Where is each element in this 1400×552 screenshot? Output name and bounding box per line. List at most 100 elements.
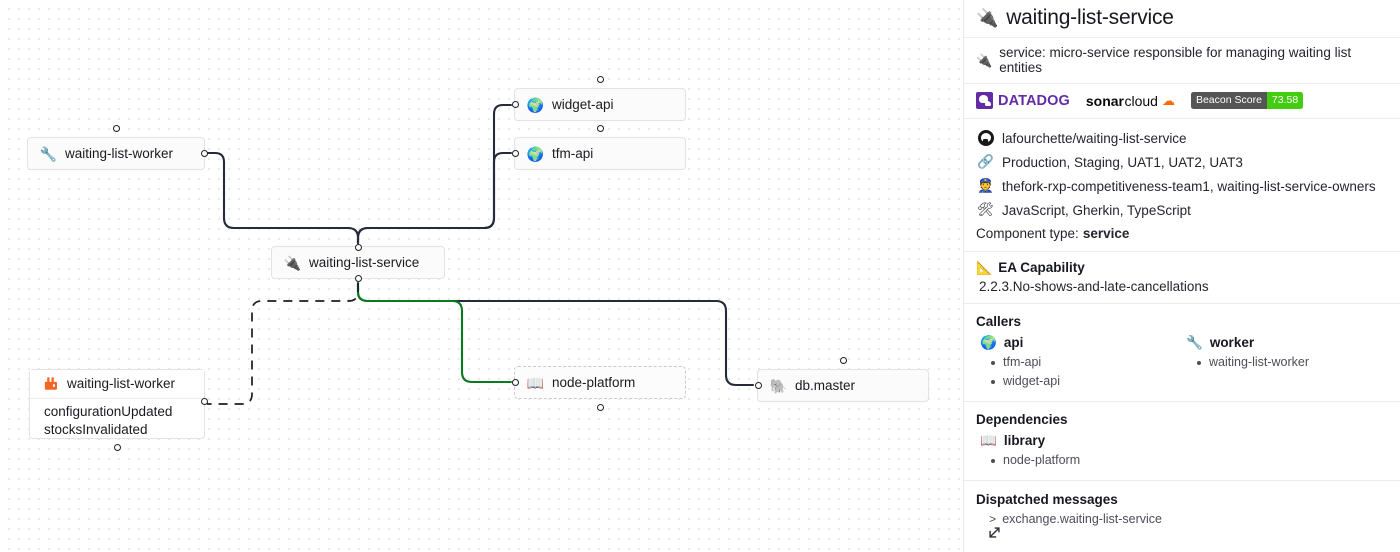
dispatched-messages-section: Dispatched messages > exchange.waiting-l… bbox=[964, 481, 1400, 549]
node-message-stocks-invalidated: stocksInvalidated bbox=[44, 421, 148, 437]
callers-group-name: worker bbox=[1209, 335, 1255, 350]
node-port-right[interactable] bbox=[200, 150, 208, 157]
external-link-icon[interactable] bbox=[976, 527, 1388, 540]
node-port-left[interactable] bbox=[511, 101, 519, 108]
details-panel[interactable]: 🔌 waiting-list-service 🔌 service: micro-… bbox=[963, 0, 1400, 552]
external-link-glyph bbox=[989, 527, 1000, 538]
edge-worker-to-service bbox=[205, 151, 360, 245]
node-message-configuration-updated: configurationUpdated bbox=[44, 403, 173, 419]
list-item[interactable]: widget-api bbox=[990, 372, 1182, 391]
dispatched-message-value: exchange.waiting-list-service bbox=[1002, 512, 1162, 526]
node-port-left[interactable] bbox=[511, 150, 519, 157]
page-title-text: waiting-list-service bbox=[1006, 6, 1174, 29]
postgres-icon: 🐘 bbox=[769, 377, 788, 394]
node-row: 🔌 waiting-list-service bbox=[272, 247, 444, 278]
chevron-right-icon: > bbox=[989, 513, 997, 527]
node-row: 🐘 db.master bbox=[758, 370, 928, 401]
graph-node-widget-api[interactable]: 🌍 widget-api bbox=[511, 76, 686, 121]
edge-tfm-api-to-service bbox=[356, 151, 513, 245]
dependencies-library-list: node-platform bbox=[976, 451, 1388, 470]
cloud-icon: ☁ bbox=[1161, 93, 1175, 108]
plug-icon: 🔌 bbox=[976, 52, 993, 68]
panel-subtitle-section: 🔌 service: micro-service responsible for… bbox=[964, 38, 1400, 84]
globe-icon: 🌍 bbox=[980, 334, 997, 350]
node-row: 🌍 tfm-api bbox=[515, 138, 685, 169]
node-port-top[interactable] bbox=[596, 76, 604, 83]
rabbitmq-icon bbox=[42, 375, 59, 392]
wrench-icon: 🔧 bbox=[1186, 334, 1203, 350]
callers-group-worker: 🔧 worker waiting-list-worker bbox=[1182, 329, 1388, 391]
node-row-header: waiting-list-worker bbox=[30, 370, 204, 399]
node-label: waiting-list-worker bbox=[67, 376, 176, 391]
callers-group-api: 🌍 api tfm-api widget-api bbox=[976, 329, 1182, 391]
node-row: 🔧 waiting-list-worker bbox=[28, 138, 204, 169]
node-label: node-platform bbox=[552, 374, 636, 390]
book-icon: 📖 bbox=[980, 432, 997, 448]
node-label: widget-api bbox=[552, 96, 614, 112]
list-item[interactable]: waiting-list-worker bbox=[1196, 353, 1388, 372]
graph-canvas[interactable]: 🔧 waiting-list-worker 🌍 widget-api 🌍 tfm… bbox=[0, 0, 963, 552]
dispatched-messages-heading-text: Dispatched messages bbox=[976, 492, 1118, 507]
globe-icon: 🌍 bbox=[526, 96, 545, 113]
edge-service-to-worker-messages bbox=[207, 283, 359, 405]
component-type-value: service bbox=[1082, 225, 1130, 241]
list-item[interactable]: node-platform bbox=[990, 451, 1388, 470]
node-port-left[interactable] bbox=[511, 379, 519, 386]
graph-node-tfm-api[interactable]: 🌍 tfm-api bbox=[511, 125, 686, 170]
graph-node-db-master[interactable]: 🐘 db.master bbox=[754, 357, 929, 402]
graph-node-waiting-list-worker[interactable]: 🔧 waiting-list-worker bbox=[27, 125, 208, 170]
list-item[interactable]: tfm-api bbox=[990, 353, 1182, 372]
node-port-right[interactable] bbox=[200, 398, 208, 405]
panel-subtitle: 🔌 service: micro-service responsible for… bbox=[976, 45, 1388, 75]
languages-list: JavaScript, Gherkin, TypeScript bbox=[1002, 202, 1191, 218]
beacon-score-label: Beacon Score bbox=[1190, 92, 1267, 109]
node-port-top[interactable] bbox=[112, 125, 120, 132]
wrench-icon: 🔧 bbox=[39, 145, 58, 162]
panel-meta-section: lafourchette/waiting-list-service 🔗 Prod… bbox=[964, 119, 1400, 252]
tools-icon: 🛠 bbox=[976, 202, 995, 218]
node-port-bottom[interactable] bbox=[596, 404, 604, 411]
sonarcloud-badge[interactable]: sonar cloud ☁ bbox=[1086, 93, 1175, 109]
dispatched-message-row[interactable]: > exchange.waiting-list-service bbox=[976, 512, 1388, 527]
triangle-ruler-icon: 📐 bbox=[976, 260, 993, 275]
graph-node-waiting-list-service[interactable]: 🔌 waiting-list-service bbox=[271, 243, 445, 282]
beacon-score-badge[interactable]: Beacon Score 73.58 bbox=[1190, 92, 1304, 109]
dependencies-heading: Dependencies bbox=[976, 412, 1388, 427]
sonarcloud-label-bold: sonar bbox=[1085, 92, 1124, 109]
ea-capability-heading: 📐 EA Capability bbox=[976, 260, 1388, 275]
node-label: waiting-list-worker bbox=[65, 145, 174, 161]
repository-name: lafourchette/waiting-list-service bbox=[1002, 130, 1187, 146]
link-icon: 🔗 bbox=[977, 154, 994, 170]
node-label: tfm-api bbox=[552, 145, 594, 161]
callers-api-list: tfm-api widget-api bbox=[976, 353, 1182, 391]
callers-group-title: 🌍 api bbox=[980, 335, 1182, 350]
component-type-label: Component type: bbox=[976, 225, 1079, 241]
plug-icon: 🔌 bbox=[976, 8, 999, 28]
graph-node-node-platform[interactable]: 📖 node-platform bbox=[511, 366, 686, 411]
node-port-top[interactable] bbox=[354, 243, 362, 251]
node-port-top[interactable] bbox=[839, 357, 847, 364]
dependencies-heading-text: Dependencies bbox=[976, 412, 1068, 427]
graph-node-waiting-list-worker-messages[interactable]: waiting-list-worker configurationUpdated… bbox=[29, 369, 208, 451]
github-icon bbox=[976, 130, 995, 146]
languages-row: 🛠 JavaScript, Gherkin, TypeScript bbox=[976, 198, 1388, 222]
rabbitmq-glyph bbox=[44, 377, 57, 390]
ea-capability-heading-text: EA Capability bbox=[998, 260, 1085, 275]
callers-group-title: 🔧 worker bbox=[1186, 335, 1388, 350]
repository-row[interactable]: lafourchette/waiting-list-service bbox=[976, 126, 1388, 150]
datadog-label: DATADOG bbox=[998, 92, 1070, 109]
node-port-bottom[interactable] bbox=[354, 274, 362, 282]
callers-columns: 🌍 api tfm-api widget-api 🔧 worker waitin… bbox=[976, 329, 1388, 391]
datadog-badge[interactable]: DATADOG bbox=[976, 92, 1070, 109]
node-row: 📖 node-platform bbox=[515, 367, 685, 398]
book-icon: 📖 bbox=[526, 374, 545, 391]
node-port-top[interactable] bbox=[596, 125, 604, 132]
badge-row: DATADOG sonar cloud ☁ Beacon Score 73.58 bbox=[976, 90, 1388, 111]
owners-row: 👮 thefork-rxp-competitiveness-team1, wai… bbox=[976, 174, 1388, 198]
node-port-bottom[interactable] bbox=[113, 444, 121, 451]
panel-subtitle-text: service: micro-service responsible for m… bbox=[999, 45, 1352, 75]
node-port-left[interactable] bbox=[754, 382, 762, 389]
component-type-row: Component type: service bbox=[976, 222, 1388, 244]
datadog-icon bbox=[976, 92, 993, 109]
